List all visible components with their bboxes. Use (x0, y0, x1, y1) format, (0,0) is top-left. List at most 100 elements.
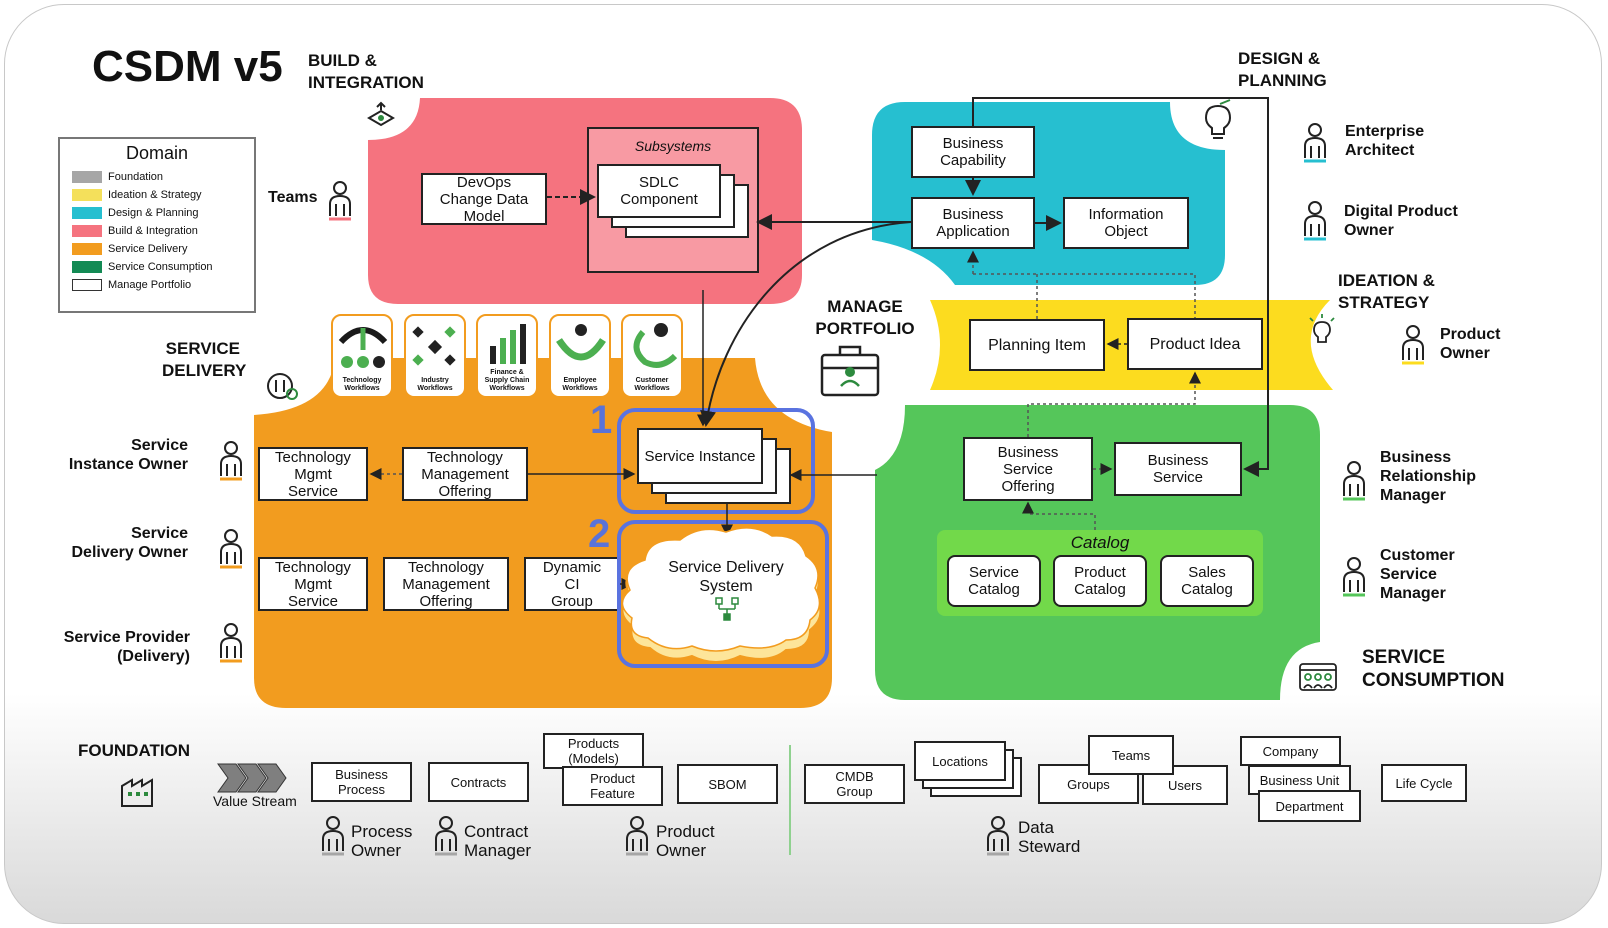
service-instance-highlight (617, 408, 815, 514)
business-service-box[interactable]: Business Service (1114, 442, 1242, 496)
product-feature-box[interactable]: Product Feature (562, 766, 663, 806)
workflow-icon (633, 323, 678, 368)
catalog-bso-connector (1022, 501, 1096, 530)
page-title: CSDM v5 (92, 42, 283, 91)
person-icon (1304, 201, 1326, 241)
ideation-label: IDEATION & STRATEGY (1338, 271, 1435, 312)
network-icon (715, 597, 739, 621)
technology-mgmt-service-box-1[interactable]: Technology Mgmt Service (258, 447, 368, 501)
contracts-box[interactable]: Contracts (428, 762, 529, 802)
sdlc-component-box[interactable]: SDLC Component (597, 164, 721, 218)
locations-box[interactable]: Locations (914, 741, 1006, 781)
legend-label: Foundation (108, 171, 164, 183)
technology-management-offering-box-1[interactable]: Technology Management Offering (402, 447, 528, 501)
workflow-label: Customer Workflows (634, 377, 670, 392)
legend-swatch (72, 279, 102, 291)
service-delivery-system-cloud[interactable] (621, 527, 822, 663)
workflow-label: Industry Workflows (417, 377, 453, 392)
legend-item: Manage Portfolio (72, 276, 242, 294)
business-capability-box[interactable]: Business Capability (911, 126, 1035, 178)
ideation-bulb-icon (1309, 314, 1335, 343)
person-icon (435, 816, 457, 856)
value-stream-label: Value Stream (213, 793, 297, 809)
workflow-label: Finance & Supply Chain Workflows (484, 369, 530, 392)
technology-management-offering-box-2[interactable]: Technology Management Offering (383, 557, 509, 611)
catalog-title: Catalog (1070, 533, 1130, 552)
business-relationship-manager-role: Business Relationship Manager (1380, 449, 1477, 504)
legend-item: Build & Integration (72, 222, 242, 240)
information-object-box[interactable]: Information Object (1063, 197, 1189, 249)
portfolio-label: MANAGE PORTFOLIO (815, 297, 915, 338)
workflow-tile[interactable]: Industry Workflows (404, 314, 466, 398)
dynamic-ci-group-box[interactable]: Dynamic CI Group (524, 557, 620, 611)
person-icon (220, 441, 242, 481)
business-process-box[interactable]: Business Process (311, 762, 412, 802)
workflow-tile[interactable]: Technology Workflows (331, 314, 393, 398)
build-label: BUILD & INTEGRATION (308, 51, 424, 92)
value-stream-icon (217, 763, 287, 793)
capability-business-service-connector (972, 97, 1269, 477)
workflow-tile[interactable]: Finance & Supply Chain Workflows (476, 314, 538, 398)
factory-icon (121, 778, 153, 807)
workflow-icon (556, 324, 606, 361)
people-group-icon (1299, 663, 1337, 691)
consumption-label: SERVICE CONSUMPTION (1362, 647, 1505, 691)
workflow-label: Employee Workflows (562, 377, 598, 392)
sales-catalog-box[interactable]: Sales Catalog (1160, 555, 1254, 607)
data-steward-role: Data Steward (1018, 818, 1081, 856)
person-icon (1402, 325, 1424, 365)
department-box[interactable]: Department (1258, 790, 1361, 822)
legend-label: Service Delivery (108, 243, 188, 255)
life-cycle-box[interactable]: Life Cycle (1381, 764, 1467, 802)
cmdb-group-box[interactable]: CMDB Group (804, 764, 905, 804)
tools-icon (267, 373, 298, 400)
service-instance-box[interactable]: Service Instance (637, 428, 763, 484)
legend-swatch (72, 207, 102, 219)
design-label: DESIGN & PLANNING (1238, 49, 1327, 90)
person-icon (220, 529, 242, 569)
highlight-number-2: 2 (588, 512, 611, 556)
highlight-number-1: 1 (590, 398, 613, 442)
business-application-box[interactable]: Business Application (911, 197, 1035, 249)
planning-application-connector (1036, 273, 1196, 319)
legend-item: Design & Planning (72, 204, 242, 222)
briefcase-icon (820, 345, 880, 397)
technology-mgmt-service-box-2[interactable]: Technology Mgmt Service (258, 557, 368, 611)
service-delivery-owner-role: Service Delivery Owner (71, 525, 189, 561)
planning-item-box[interactable]: Planning Item (969, 319, 1105, 371)
workflow-tile[interactable]: Customer Workflows (621, 314, 683, 398)
product-owner-foundation-role: Product Owner (656, 822, 715, 860)
legend-item: Ideation & Strategy (72, 186, 242, 204)
workflow-icon (490, 324, 526, 364)
person-icon (1343, 461, 1365, 501)
subsystems-title: Subsystems (634, 138, 712, 154)
process-owner-role: Process Owner (351, 822, 413, 860)
product-idea-box[interactable]: Product Idea (1127, 318, 1263, 370)
legend-item: Foundation (72, 168, 242, 186)
contract-manager-role: Contract Manager (464, 822, 532, 860)
legend-label: Service Consumption (108, 261, 213, 273)
digital-product-owner-role: Digital Product Owner (1344, 203, 1458, 239)
devops-change-data-model-box[interactable]: DevOps Change Data Model (421, 173, 547, 225)
sbom-box[interactable]: SBOM (677, 764, 778, 804)
product-catalog-box[interactable]: Product Catalog (1053, 555, 1147, 607)
person-icon (322, 816, 344, 856)
workflow-tile[interactable]: Employee Workflows (549, 314, 611, 398)
legend-swatch (72, 225, 102, 237)
legend-label: Manage Portfolio (108, 279, 192, 291)
legend-item: Service Delivery (72, 240, 242, 258)
application-instance-connector (700, 221, 912, 427)
product-owner-ideation-role: Product Owner (1440, 326, 1501, 362)
legend-swatch (72, 189, 102, 201)
build-icon (367, 101, 395, 127)
business-service-offering-box[interactable]: Business Service Offering (963, 437, 1093, 501)
service-instance-owner-role: Service Instance Owner (68, 437, 188, 473)
legend-swatch (72, 243, 102, 255)
service-catalog-box[interactable]: Service Catalog (947, 555, 1041, 607)
service-delivery-system-label: Service Delivery System (668, 559, 784, 595)
teams-box[interactable]: Teams (1088, 735, 1174, 775)
service-delivery-system-highlight (617, 520, 829, 668)
